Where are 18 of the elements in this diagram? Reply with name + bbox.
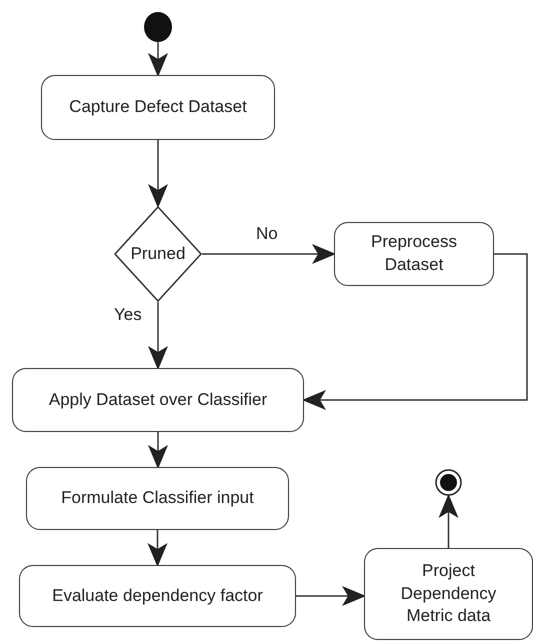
arrow <box>302 253 528 410</box>
start-node <box>144 12 172 42</box>
end-node <box>435 469 462 496</box>
decision-label: Pruned <box>130 244 186 264</box>
activity-box: Evaluate dependency factor <box>19 565 296 627</box>
activity-box: Apply Dataset over Classifier <box>12 368 304 432</box>
arrow <box>202 244 336 264</box>
arrow <box>148 42 168 77</box>
activity-box: Capture Defect Dataset <box>41 75 275 140</box>
arrow <box>438 494 458 548</box>
activity-box: Project Dependency Metric data <box>364 548 533 640</box>
arrow <box>148 140 168 208</box>
activity-box: Preprocess Dataset <box>334 222 494 286</box>
activity-box: Formulate Classifier input <box>26 467 289 530</box>
arrow <box>296 586 366 606</box>
arrow <box>148 530 168 567</box>
arrow <box>148 302 168 370</box>
arrow <box>148 432 168 469</box>
